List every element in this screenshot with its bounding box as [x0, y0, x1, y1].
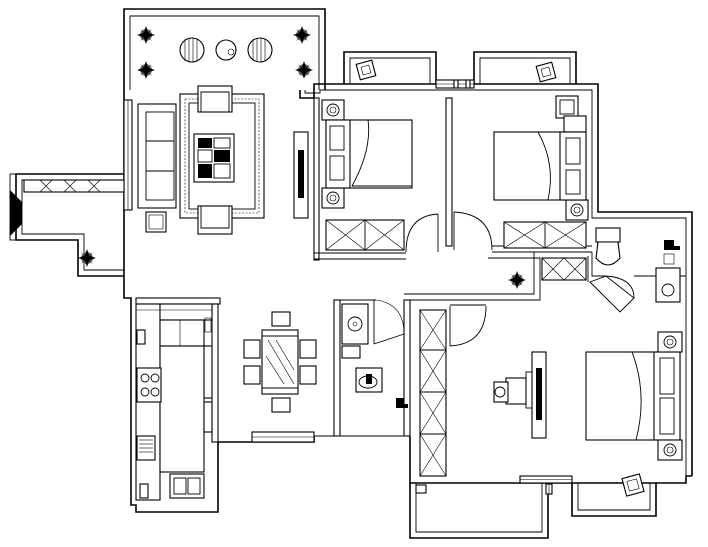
- kitchen: [135, 303, 213, 501]
- misc-markers: [453, 79, 553, 495]
- plants: [78, 26, 526, 289]
- bay-window-hatch: [9, 173, 101, 241]
- bedroom-north-west: [321, 99, 439, 253]
- living-room: [137, 85, 309, 235]
- north-balcony-furniture: [179, 37, 273, 63]
- bathroom-central: [341, 299, 408, 408]
- dining-area: [243, 311, 317, 413]
- north-bedroom-balconies: [343, 51, 577, 89]
- south-balconies: [409, 473, 657, 539]
- master-bedroom: [419, 305, 683, 477]
- bedroom-north-east: [453, 95, 589, 251]
- bathroom-east: [541, 227, 681, 313]
